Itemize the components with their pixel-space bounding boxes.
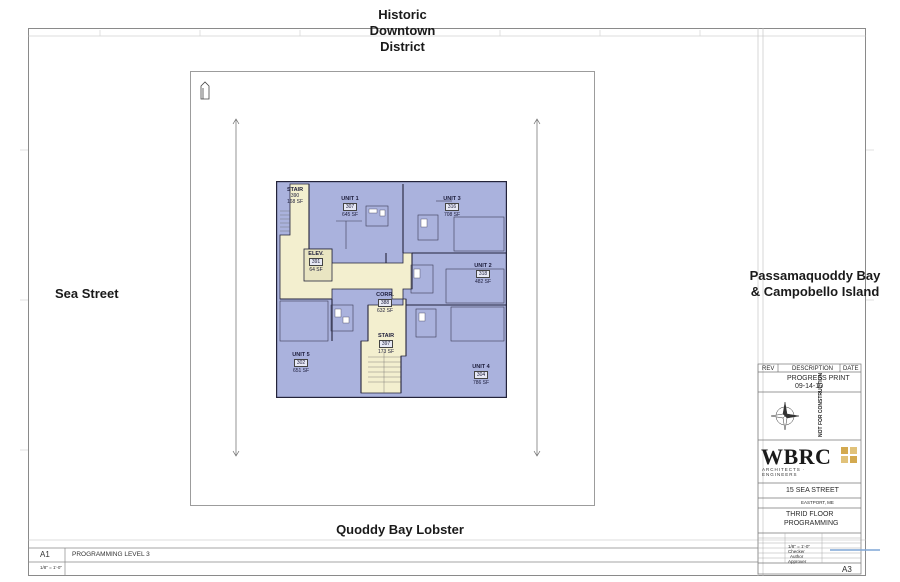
firm-subtitle: ARCHITECTS · ENGINEERS (762, 467, 806, 477)
firm-logo: WBRC (761, 444, 832, 469)
sheet-border (28, 28, 866, 576)
tb-checked: Checker (788, 549, 805, 554)
tb-issue: PROGRESS PRINT (787, 375, 850, 382)
context-label-north: Historic Downtown District (369, 7, 436, 54)
tb-sheet-number: A3 (842, 565, 852, 574)
context-label-east: Passamaquoddy Bay & Campobello Island (749, 268, 881, 299)
view-scale: 1/8" = 1'-0" (40, 565, 62, 570)
tb-project-name: 15 SEA STREET (786, 487, 839, 494)
tb-approver: Approver (788, 559, 807, 564)
tb-sheet-title-1: THRID FLOOR (786, 511, 834, 518)
not-for-construction-stamp: NOT FOR CONSTRUCTION (818, 372, 824, 437)
tb-date-header: DATE (843, 366, 859, 372)
tb-location: EASTPORT, ME (801, 500, 834, 505)
context-label-west: Sea Street (55, 286, 119, 301)
view-id: A1 (40, 550, 50, 559)
tb-sheet-title-2: PROGRAMMING (784, 520, 839, 527)
view-name: PROGRAMMING LEVEL 3 (72, 551, 150, 558)
site-boundary (190, 71, 595, 506)
tb-desc-header: DESCRIPTION (792, 366, 834, 372)
context-label-south: Quoddy Bay Lobster (336, 522, 464, 537)
tb-scale: 1/8" = 1'-0" (788, 544, 810, 549)
tb-author: Author (790, 554, 804, 559)
firm-logo-squares-icon (841, 447, 859, 465)
tb-issue-date: 09-14-10 (795, 383, 824, 390)
north-marker-icon (200, 81, 210, 100)
tb-rev-header: REV (762, 366, 775, 372)
